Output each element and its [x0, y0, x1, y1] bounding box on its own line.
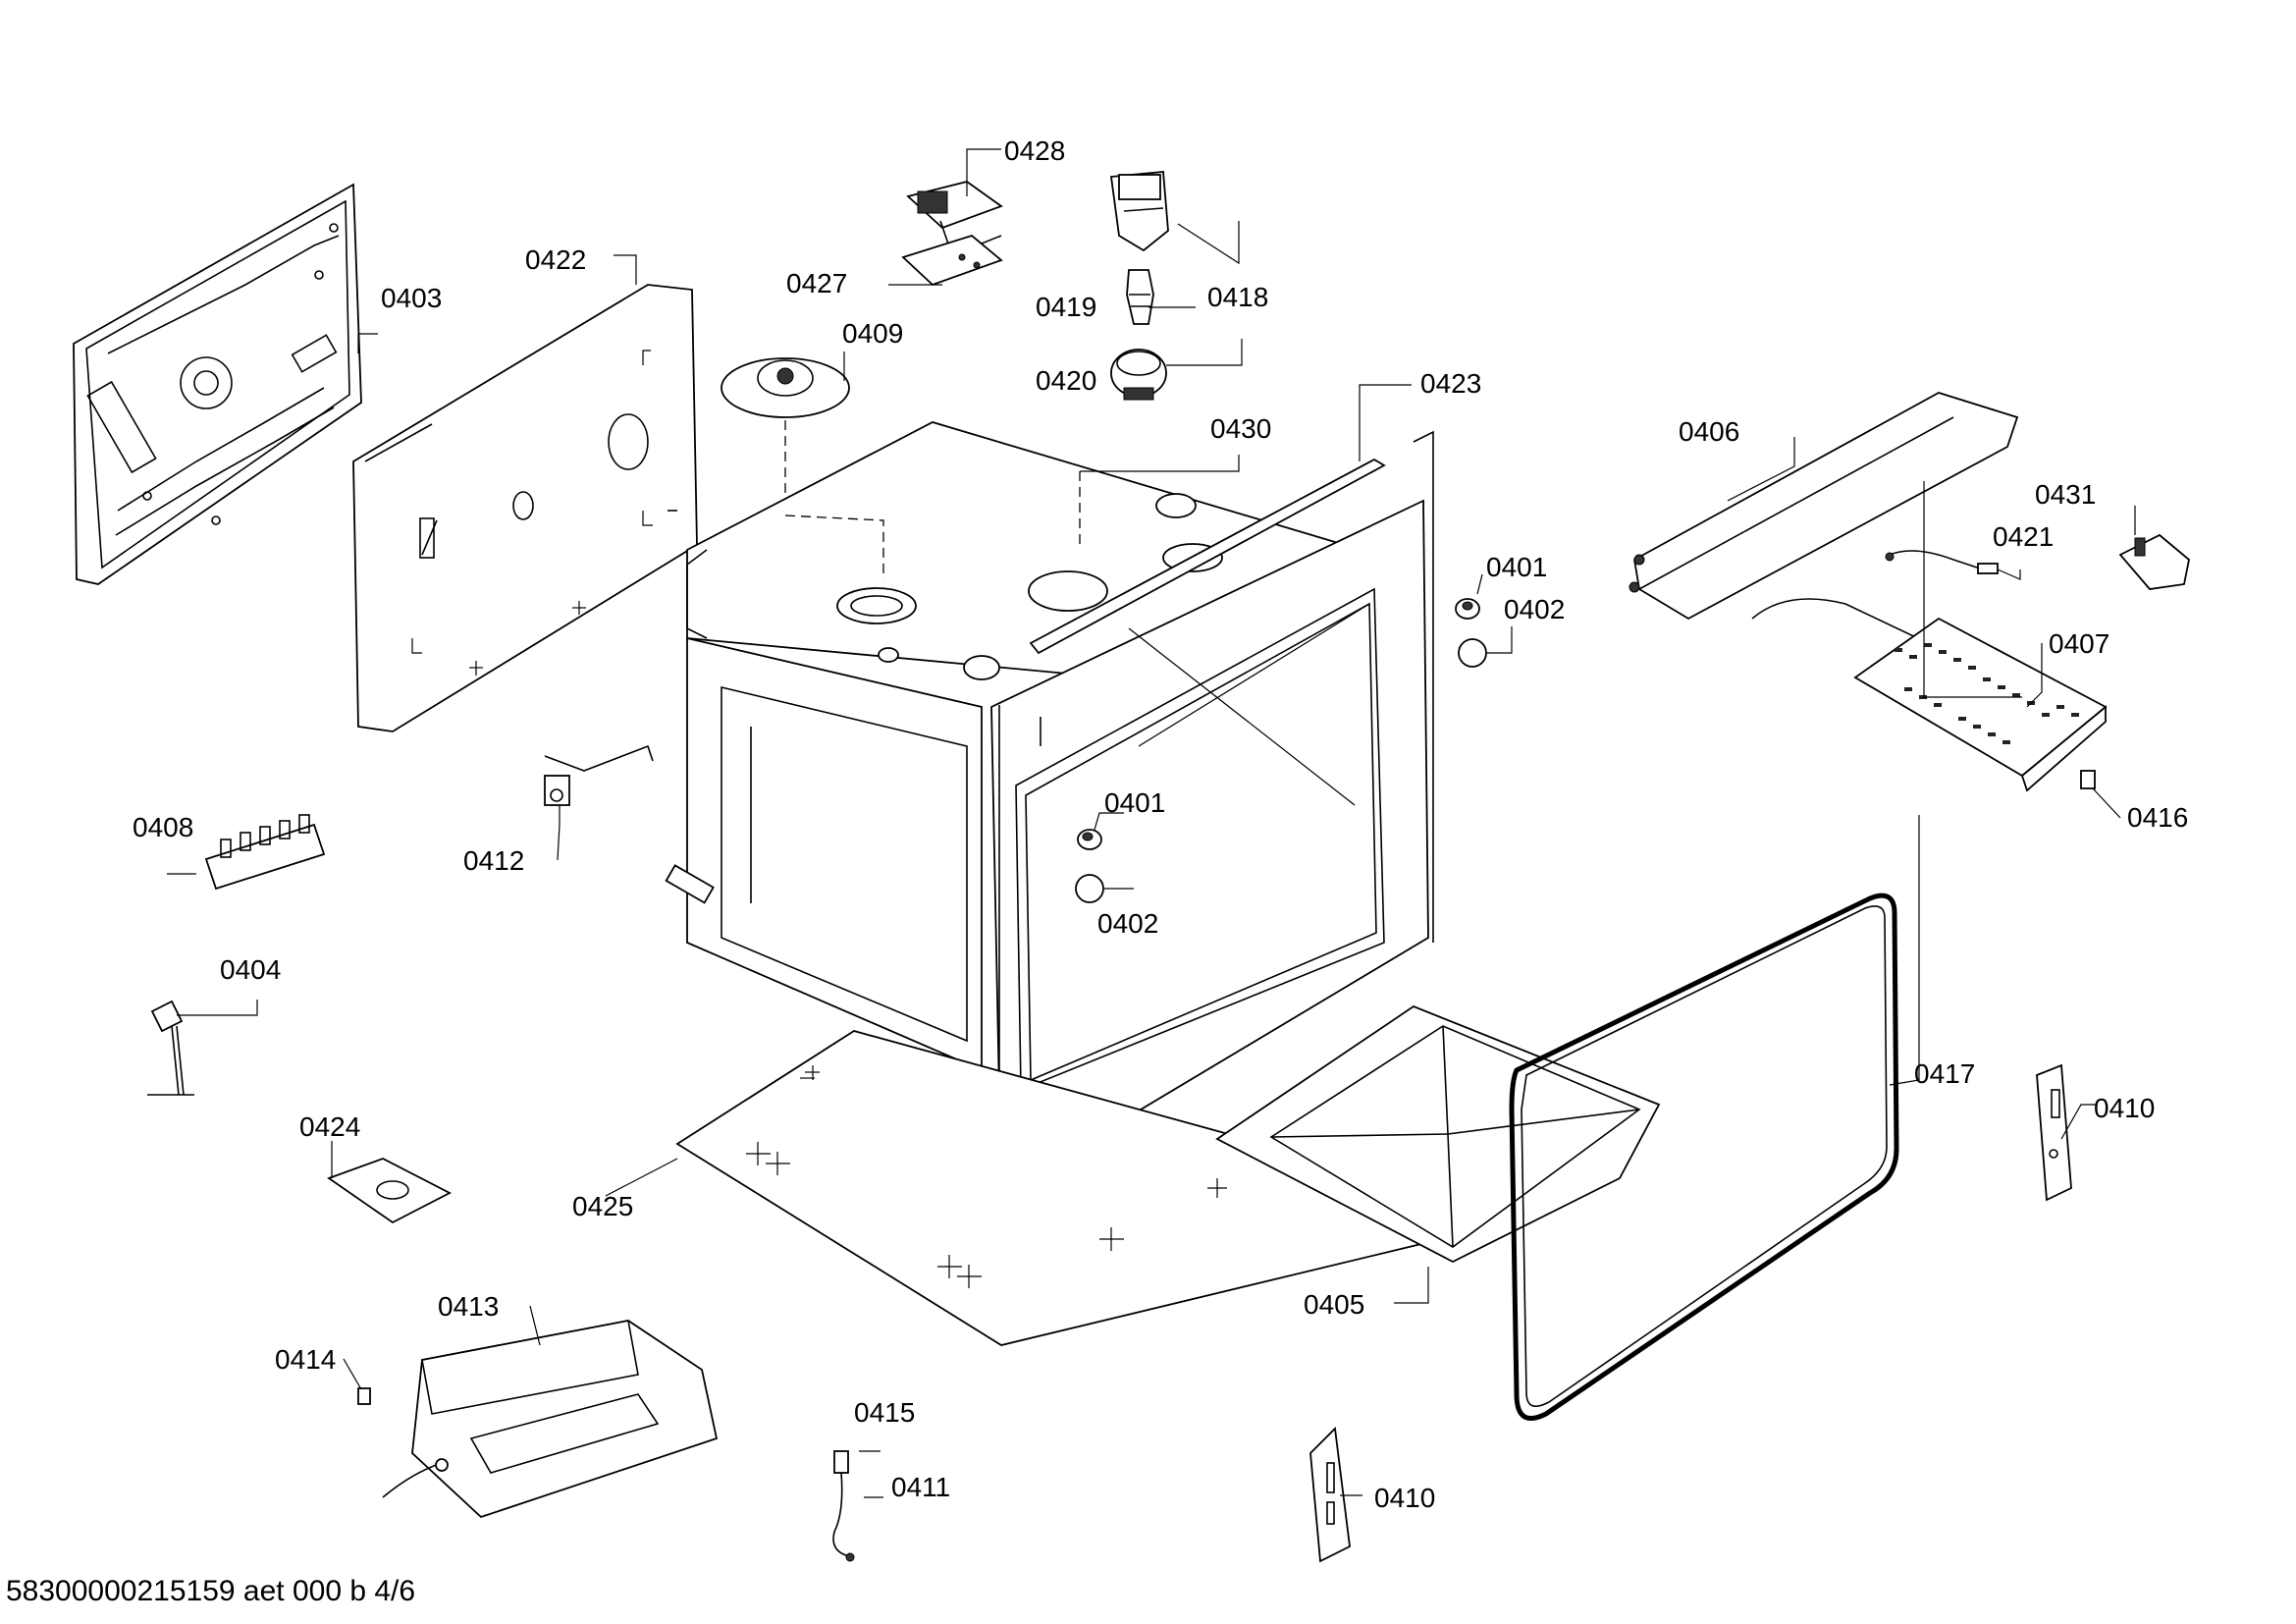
part-0405-bottom-tray — [1215, 1004, 1661, 1264]
label-0422: 0422 — [525, 244, 586, 275]
label-0410-right: 0410 — [2094, 1093, 2155, 1123]
label-0413: 0413 — [438, 1291, 499, 1322]
drawing-reference-code: 58300000215159 aet 000 b 4/6 — [6, 1575, 415, 1607]
part-0408-terminal-block — [204, 814, 326, 891]
part-0431-clip — [2118, 533, 2190, 590]
label-0411: 0411 — [891, 1472, 950, 1502]
label-0428: 0428 — [1004, 135, 1065, 166]
part-0412-sensor-bracket — [544, 744, 654, 806]
part-0424-insulation-pad — [327, 1158, 452, 1224]
part-0422-rear-panel — [352, 284, 698, 732]
label-0420: 0420 — [1036, 365, 1096, 396]
label-0404: 0404 — [220, 954, 281, 985]
part-0404-mains-cable — [147, 1000, 194, 1096]
part-oven-cavity — [665, 421, 1434, 1195]
label-0405: 0405 — [1304, 1289, 1364, 1320]
part-0413-bottom-heater — [382, 1320, 719, 1519]
part-0410-hinge-right — [2036, 1063, 2072, 1202]
label-0415: 0415 — [854, 1397, 915, 1428]
label-0402-inner: 0402 — [1097, 908, 1158, 939]
label-0421: 0421 — [1993, 521, 2054, 552]
label-0425: 0425 — [572, 1191, 633, 1221]
part-0415-sensor — [832, 1450, 855, 1562]
label-0414: 0414 — [275, 1344, 336, 1375]
part-0419-lamp-bulb — [1126, 269, 1154, 325]
label-0430: 0430 — [1210, 413, 1271, 444]
label-0424: 0424 — [299, 1111, 360, 1142]
label-0407: 0407 — [2049, 628, 2109, 659]
part-labels: 0428 0418 0419 0420 0427 0422 0403 0409 … — [133, 135, 2188, 1513]
label-0409: 0409 — [842, 318, 903, 349]
label-0403: 0403 — [381, 283, 442, 313]
part-0406-heat-shield — [1629, 392, 2019, 621]
part-0420-lamp-socket — [1110, 349, 1167, 401]
label-0416: 0416 — [2127, 802, 2188, 833]
label-0406: 0406 — [1679, 416, 1739, 447]
part-0401-lamp-holder-inner — [1077, 829, 1102, 850]
part-0401-lamp-holder-right — [1455, 598, 1480, 620]
part-0428-switch-bracket — [906, 181, 1003, 257]
label-0419: 0419 — [1036, 292, 1096, 322]
label-0427: 0427 — [786, 268, 847, 298]
label-0402-right: 0402 — [1504, 594, 1565, 624]
part-0417-door-seal — [1509, 893, 1899, 1421]
part-0427-bracket-plate — [901, 234, 1003, 287]
label-0412: 0412 — [463, 845, 524, 876]
label-0423: 0423 — [1420, 368, 1481, 399]
part-0403-back-cover — [73, 183, 362, 585]
label-0408: 0408 — [133, 812, 193, 842]
label-0401-right: 0401 — [1486, 552, 1547, 582]
part-0410-hinge-bottom — [1309, 1427, 1351, 1563]
label-0418: 0418 — [1207, 282, 1268, 312]
part-0421-temperature-sensor — [1885, 550, 1999, 574]
label-0431: 0431 — [2035, 479, 2096, 510]
label-0417: 0417 — [1914, 1058, 1975, 1089]
part-0402-lamp-glass-inner — [1075, 874, 1104, 903]
part-0416-clip — [2080, 770, 2096, 789]
label-0401-inner: 0401 — [1104, 787, 1165, 818]
leader-lines — [167, 148, 2136, 1498]
part-0402-lamp-glass-right — [1458, 638, 1487, 668]
part-0418-lamp-cover — [1109, 171, 1169, 252]
label-0410-bottom: 0410 — [1374, 1483, 1435, 1513]
part-0414-clip — [357, 1387, 371, 1405]
